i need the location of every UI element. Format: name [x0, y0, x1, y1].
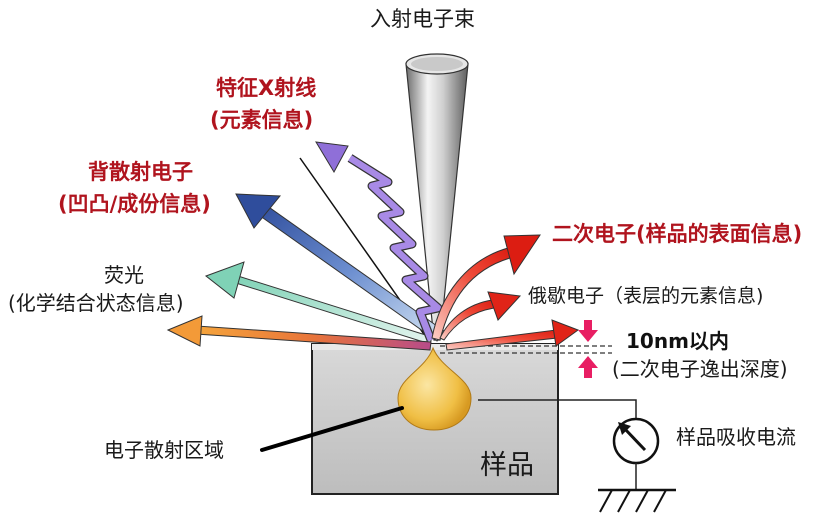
sample-label: 样品	[480, 450, 534, 481]
xray-subtitle: (元素信息)	[210, 108, 314, 132]
backscatter-subtitle: (凹凸/成份信息)	[58, 192, 211, 216]
fluorescence-subtitle: (化学结合状态信息)	[8, 291, 184, 315]
surface-red-arrow	[445, 319, 580, 351]
depth-marker	[578, 320, 598, 378]
xray-arrow	[315, 141, 443, 342]
scatter-region-drop	[397, 346, 472, 431]
beam-label: 入射电子束	[370, 7, 475, 31]
secondary-electron-arrow	[431, 234, 541, 341]
absorbed-current-circuit	[478, 399, 676, 513]
depth-title: 10nm以内	[626, 329, 729, 353]
auger-electron-arrow	[439, 291, 522, 341]
scatter-region-label: 电子散射区域	[104, 438, 224, 462]
depth-subtitle: (二次电子逸出深度)	[612, 357, 788, 381]
absorbed-current-label: 样品吸收电流	[676, 425, 796, 449]
backscatter-title: 背散射电子	[88, 160, 193, 184]
fluorescence-title: 荧光	[104, 263, 144, 287]
left-orange-arrow	[166, 315, 432, 351]
secondary-title: 二次电子(样品的表面信息)	[552, 222, 803, 246]
xray-title: 特征X射线	[216, 76, 317, 100]
scatter-region-pointer	[260, 406, 404, 452]
electron-beam	[405, 53, 469, 341]
auger-title: 俄歇电子（表层的元素信息)	[528, 285, 764, 307]
